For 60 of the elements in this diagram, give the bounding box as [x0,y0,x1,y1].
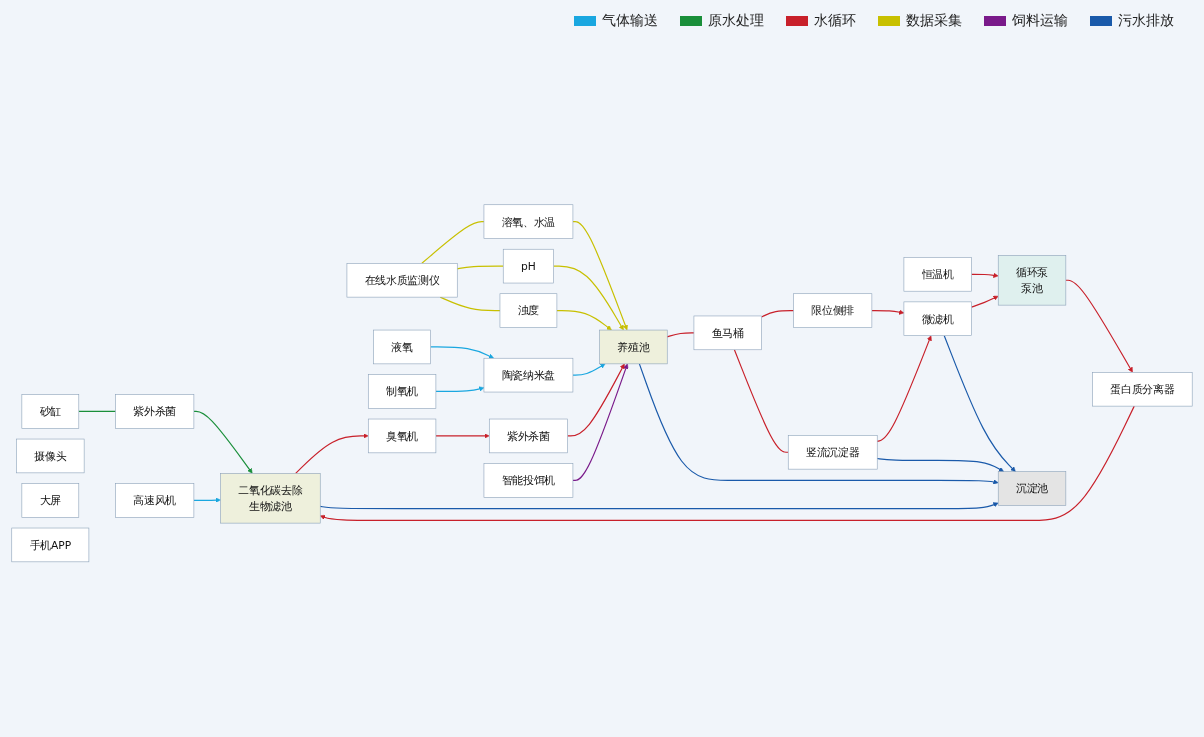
arrow [319,502,999,510]
node-box: 循环泵 泵池 [997,255,1067,306]
node-box: 浊度 [499,293,558,329]
node-box: 紫外杀菌 [489,418,568,454]
connector [456,265,504,270]
legend-label: 水循环 [814,12,856,30]
node-box: 鱼马桶 [693,315,762,351]
node-box: 沉淀池 [997,471,1067,506]
legend-label: 数据采集 [906,12,962,30]
legend-label: 气体输送 [602,12,658,30]
legend-label: 污水排放 [1118,12,1174,30]
arrow [430,346,494,359]
node-box: 手机APP [11,527,90,563]
node-box: 制氧机 [368,374,437,409]
arrow [435,386,485,393]
arrow [556,310,612,331]
arrow [572,363,606,376]
node-box: 砂缸 [21,394,80,429]
arrow [572,363,629,482]
arrow [320,405,1135,522]
node-box: 大屏 [21,483,80,518]
arrow [193,411,253,474]
connector [760,310,795,318]
node-box: 紫外杀菌 [115,394,195,429]
connector [421,221,485,265]
arrow [567,363,625,437]
arrow [638,363,999,485]
arrow [871,309,905,315]
node-box: 限位侧排 [793,293,873,329]
arrow [572,221,628,331]
connector [666,332,695,338]
legend-label: 饲料运输 [1012,12,1068,30]
arrow [876,458,1004,473]
arrow [1065,279,1133,373]
node-box: 养殖池 [599,329,668,365]
arrow [970,296,999,308]
arrow [876,335,932,443]
node-box: 蛋白质分离器 [1092,372,1193,407]
arrow [943,335,1016,473]
node-box: 微滤机 [903,301,972,337]
node-box: 液氧 [373,329,431,365]
node-box: 溶氧、水温 [483,204,574,240]
arrow [553,265,624,331]
connector [733,349,789,454]
connector [78,411,117,413]
arrow [295,433,369,475]
node-box: 在线水质监测仪 [346,263,458,298]
arrow [435,433,490,439]
node-box: 臭氧机 [368,418,437,454]
arrow [193,497,221,503]
node-box: 高速风机 [115,483,195,518]
node-box: pH [502,249,554,284]
node-box: 竖流沉淀器 [787,435,878,470]
node-box: 恒温机 [903,257,972,292]
node-box: 摄像头 [16,438,85,474]
node-box: 智能投饵机 [483,463,574,498]
node-box: 二氧化碳去除 生物滤池 [220,473,321,524]
arrow [970,273,999,279]
legend-label: 原水处理 [708,12,764,30]
node-box: 陶瓷纳米盘 [483,358,574,393]
